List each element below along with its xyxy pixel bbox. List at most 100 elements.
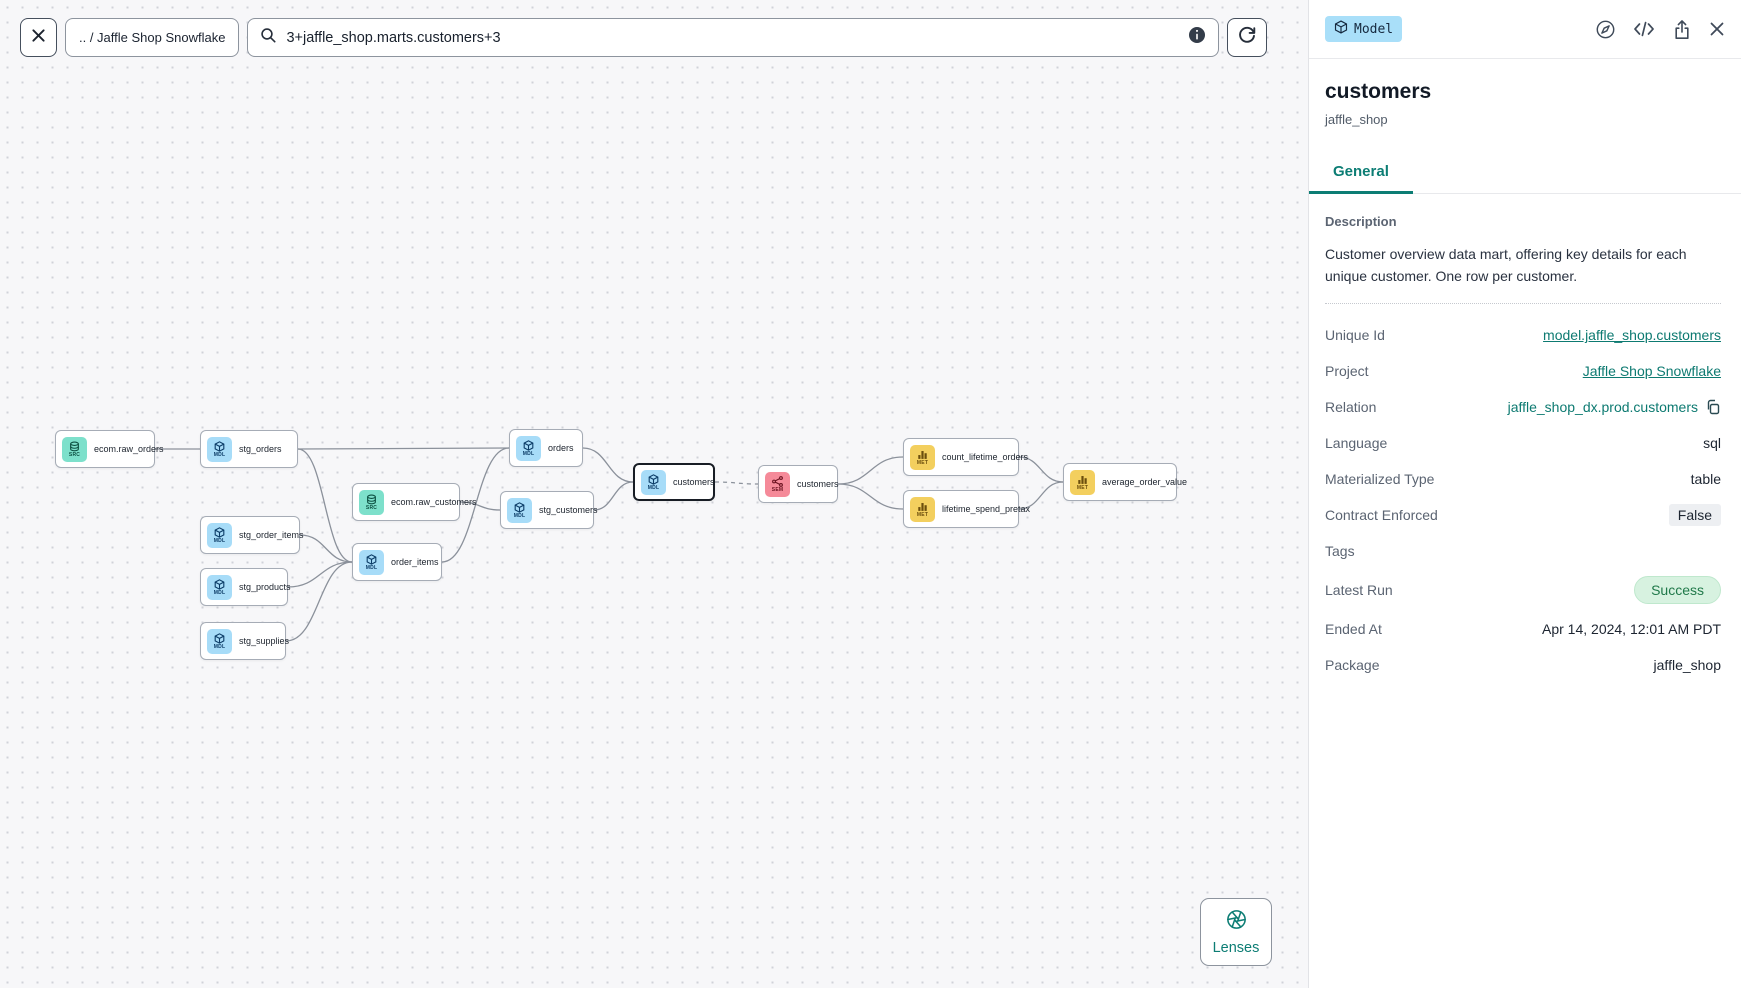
node-label: lifetime_spend_pretax [942,504,1031,514]
node-label: ecom.raw_customers [391,497,477,507]
cube-icon [1334,20,1348,38]
mdl-icon: MDL [207,522,232,548]
node-label: order_items [391,557,439,567]
field-value: jaffle_shop [1653,657,1721,674]
panel-header-actions [1595,19,1725,40]
field-label: Tags [1325,543,1355,560]
node-label: stg_products [239,582,291,592]
graph-edge [441,447,510,563]
panel-title-block: customers jaffle_shop [1309,59,1741,127]
graph-node-stg_order_items[interactable]: MDL stg_order_items [200,516,304,554]
field-row-tags: Tags [1325,540,1721,562]
graph-edge [297,448,353,563]
field-value-link[interactable]: model.jaffle_shop.customers [1543,327,1721,344]
graph-node-average_order_value[interactable]: MET average_order_value [1063,463,1187,501]
graph-edge [714,481,759,485]
lenses-button[interactable]: Lenses [1200,898,1272,966]
edge-layer [155,447,1064,642]
graph-edge [285,561,353,642]
mdl-icon: MDL [359,549,384,575]
graph-edge [582,447,634,483]
graph-edge [1018,456,1064,483]
graph-node-count_lifetime_orders[interactable]: MET count_lifetime_orders [903,438,1028,476]
panel-header: Model [1309,0,1741,59]
breadcrumb-label: .. / Jaffle Shop Snowflake [79,30,226,45]
description-heading: Description [1325,214,1397,229]
src-icon: SRC [359,489,384,515]
sem-icon: SEM [765,471,790,497]
lenses-aperture-icon [1225,908,1248,935]
page-title: customers [1325,80,1432,103]
status-badge: Success [1634,576,1721,605]
close-panel-icon[interactable] [1709,21,1725,37]
close-lineage-button[interactable] [20,18,57,57]
package-subtitle: jaffle_shop [1325,112,1388,127]
share-export-icon[interactable] [1672,19,1692,40]
copy-icon[interactable] [1705,399,1721,415]
field-label: Ended At [1325,621,1382,638]
graph-edge [459,501,501,511]
met-icon: MET [910,444,935,470]
panel-tabs: General [1309,153,1741,194]
graph-edge [297,447,510,450]
graph-edge [593,481,634,511]
met-icon: MET [1070,469,1095,495]
close-icon [31,28,46,48]
field-label: Contract Enforced [1325,507,1438,524]
breadcrumb[interactable]: .. / Jaffle Shop Snowflake [65,18,240,57]
tab-general[interactable]: General [1309,153,1413,194]
mdl-icon: MDL [641,469,666,495]
graph-node-stg_orders[interactable]: MDL stg_orders [200,430,298,468]
src-icon: SRC [62,436,87,462]
graph-edge [837,483,904,510]
field-label: Project [1325,363,1369,380]
info-icon[interactable] [1188,26,1206,49]
contract-status-badge: False [1668,504,1721,527]
resource-type-badge: Model [1325,16,1403,42]
node-label: stg_customers [539,505,598,515]
field-label: Unique Id [1325,327,1385,344]
field-value-link[interactable]: Jaffle Shop Snowflake [1582,363,1721,380]
refresh-button[interactable] [1227,18,1267,57]
graph-node-customers[interactable]: MDL customers [633,463,715,501]
field-row-contract-enforced: Contract Enforced False [1325,504,1721,527]
mdl-icon: MDL [207,628,232,654]
field-value: sql [1703,435,1721,452]
graph-node-ecom_raw_customers[interactable]: SRC ecom.raw_customers [352,483,477,521]
node-label: average_order_value [1102,477,1188,487]
mdl-icon: MDL [207,436,232,462]
explore-compass-icon[interactable] [1595,19,1616,40]
field-row-unique-id: Unique Id model.jaffle_shop.customers [1325,324,1721,346]
field-value: table [1690,471,1721,488]
resource-type-label: Model [1354,21,1394,37]
relation-value-wrap: jaffle_shop_dx.prod.customers [1508,399,1721,415]
node-label: stg_orders [239,444,282,454]
field-row-latest-run: Latest Run Success [1325,576,1721,605]
details-panel: Model customers jaffle_shop [1308,0,1741,988]
node-label: count_lifetime_orders [942,452,1029,462]
dotted-divider [1325,303,1721,305]
field-value: jaffle_shop_dx.prod.customers [1507,399,1698,416]
field-label: Latest Run [1325,582,1393,599]
node-label: customers [673,477,715,487]
search-input[interactable] [286,29,1179,46]
field-label: Package [1325,657,1380,674]
graph-node-order_items[interactable]: MDL order_items [352,543,442,581]
node-label: stg_order_items [239,530,304,540]
description-text: Customer overview data mart, offering ke… [1325,246,1687,284]
code-icon[interactable] [1633,21,1655,37]
